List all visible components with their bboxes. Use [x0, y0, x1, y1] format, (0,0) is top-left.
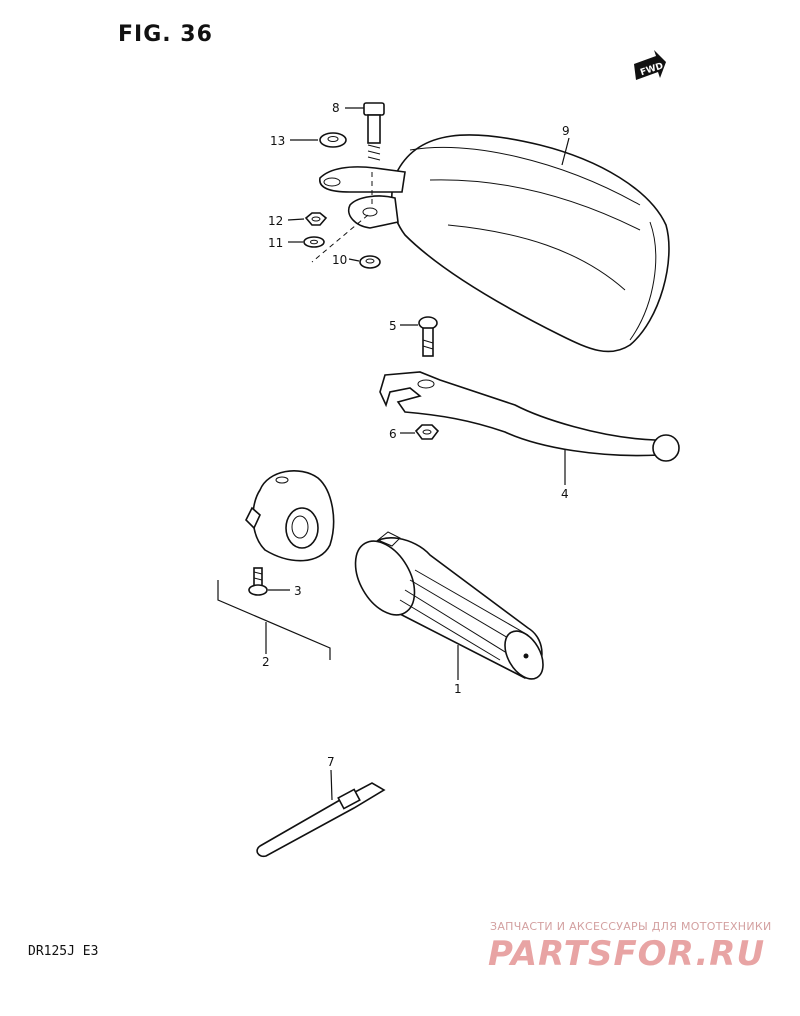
callout-11: 11	[268, 236, 283, 250]
hand-guard	[319, 134, 670, 353]
brake-lever	[379, 371, 680, 462]
washer-11	[303, 236, 325, 248]
callout-6: 6	[389, 427, 397, 441]
figure-title: FIG. 36	[118, 22, 213, 47]
callout-7: 7	[327, 755, 335, 769]
forward-arrow-icon: FWD	[634, 50, 666, 80]
callout-3: 3	[294, 584, 302, 598]
bolt-8	[363, 102, 385, 161]
watermark-logo: PARTSFOR.RU	[488, 934, 766, 974]
callout-13: 13	[270, 134, 285, 148]
callout-1: 1	[454, 682, 462, 696]
callout-5: 5	[389, 319, 397, 333]
watermark-caption: ЗАПЧАСТИ И АКСЕССУАРЫ ДЛЯ МОТОТЕХНИКИ	[490, 920, 772, 933]
handlebar-grip	[354, 531, 544, 680]
callout-2: 2	[262, 655, 270, 669]
model-code: DR125J E3	[28, 944, 99, 959]
nut-12	[304, 212, 328, 226]
callout-10: 10	[332, 253, 347, 267]
callout-8: 8	[332, 101, 340, 115]
washer-10	[359, 255, 381, 269]
screw-5	[418, 316, 438, 357]
washer-13	[319, 132, 347, 148]
nut-6	[414, 424, 440, 440]
lever-holder	[245, 470, 335, 562]
callout-9: 9	[562, 124, 570, 138]
callout-4: 4	[561, 487, 569, 501]
screw-3	[248, 567, 268, 596]
cable-tie	[256, 782, 386, 858]
callout-12: 12	[268, 214, 283, 228]
